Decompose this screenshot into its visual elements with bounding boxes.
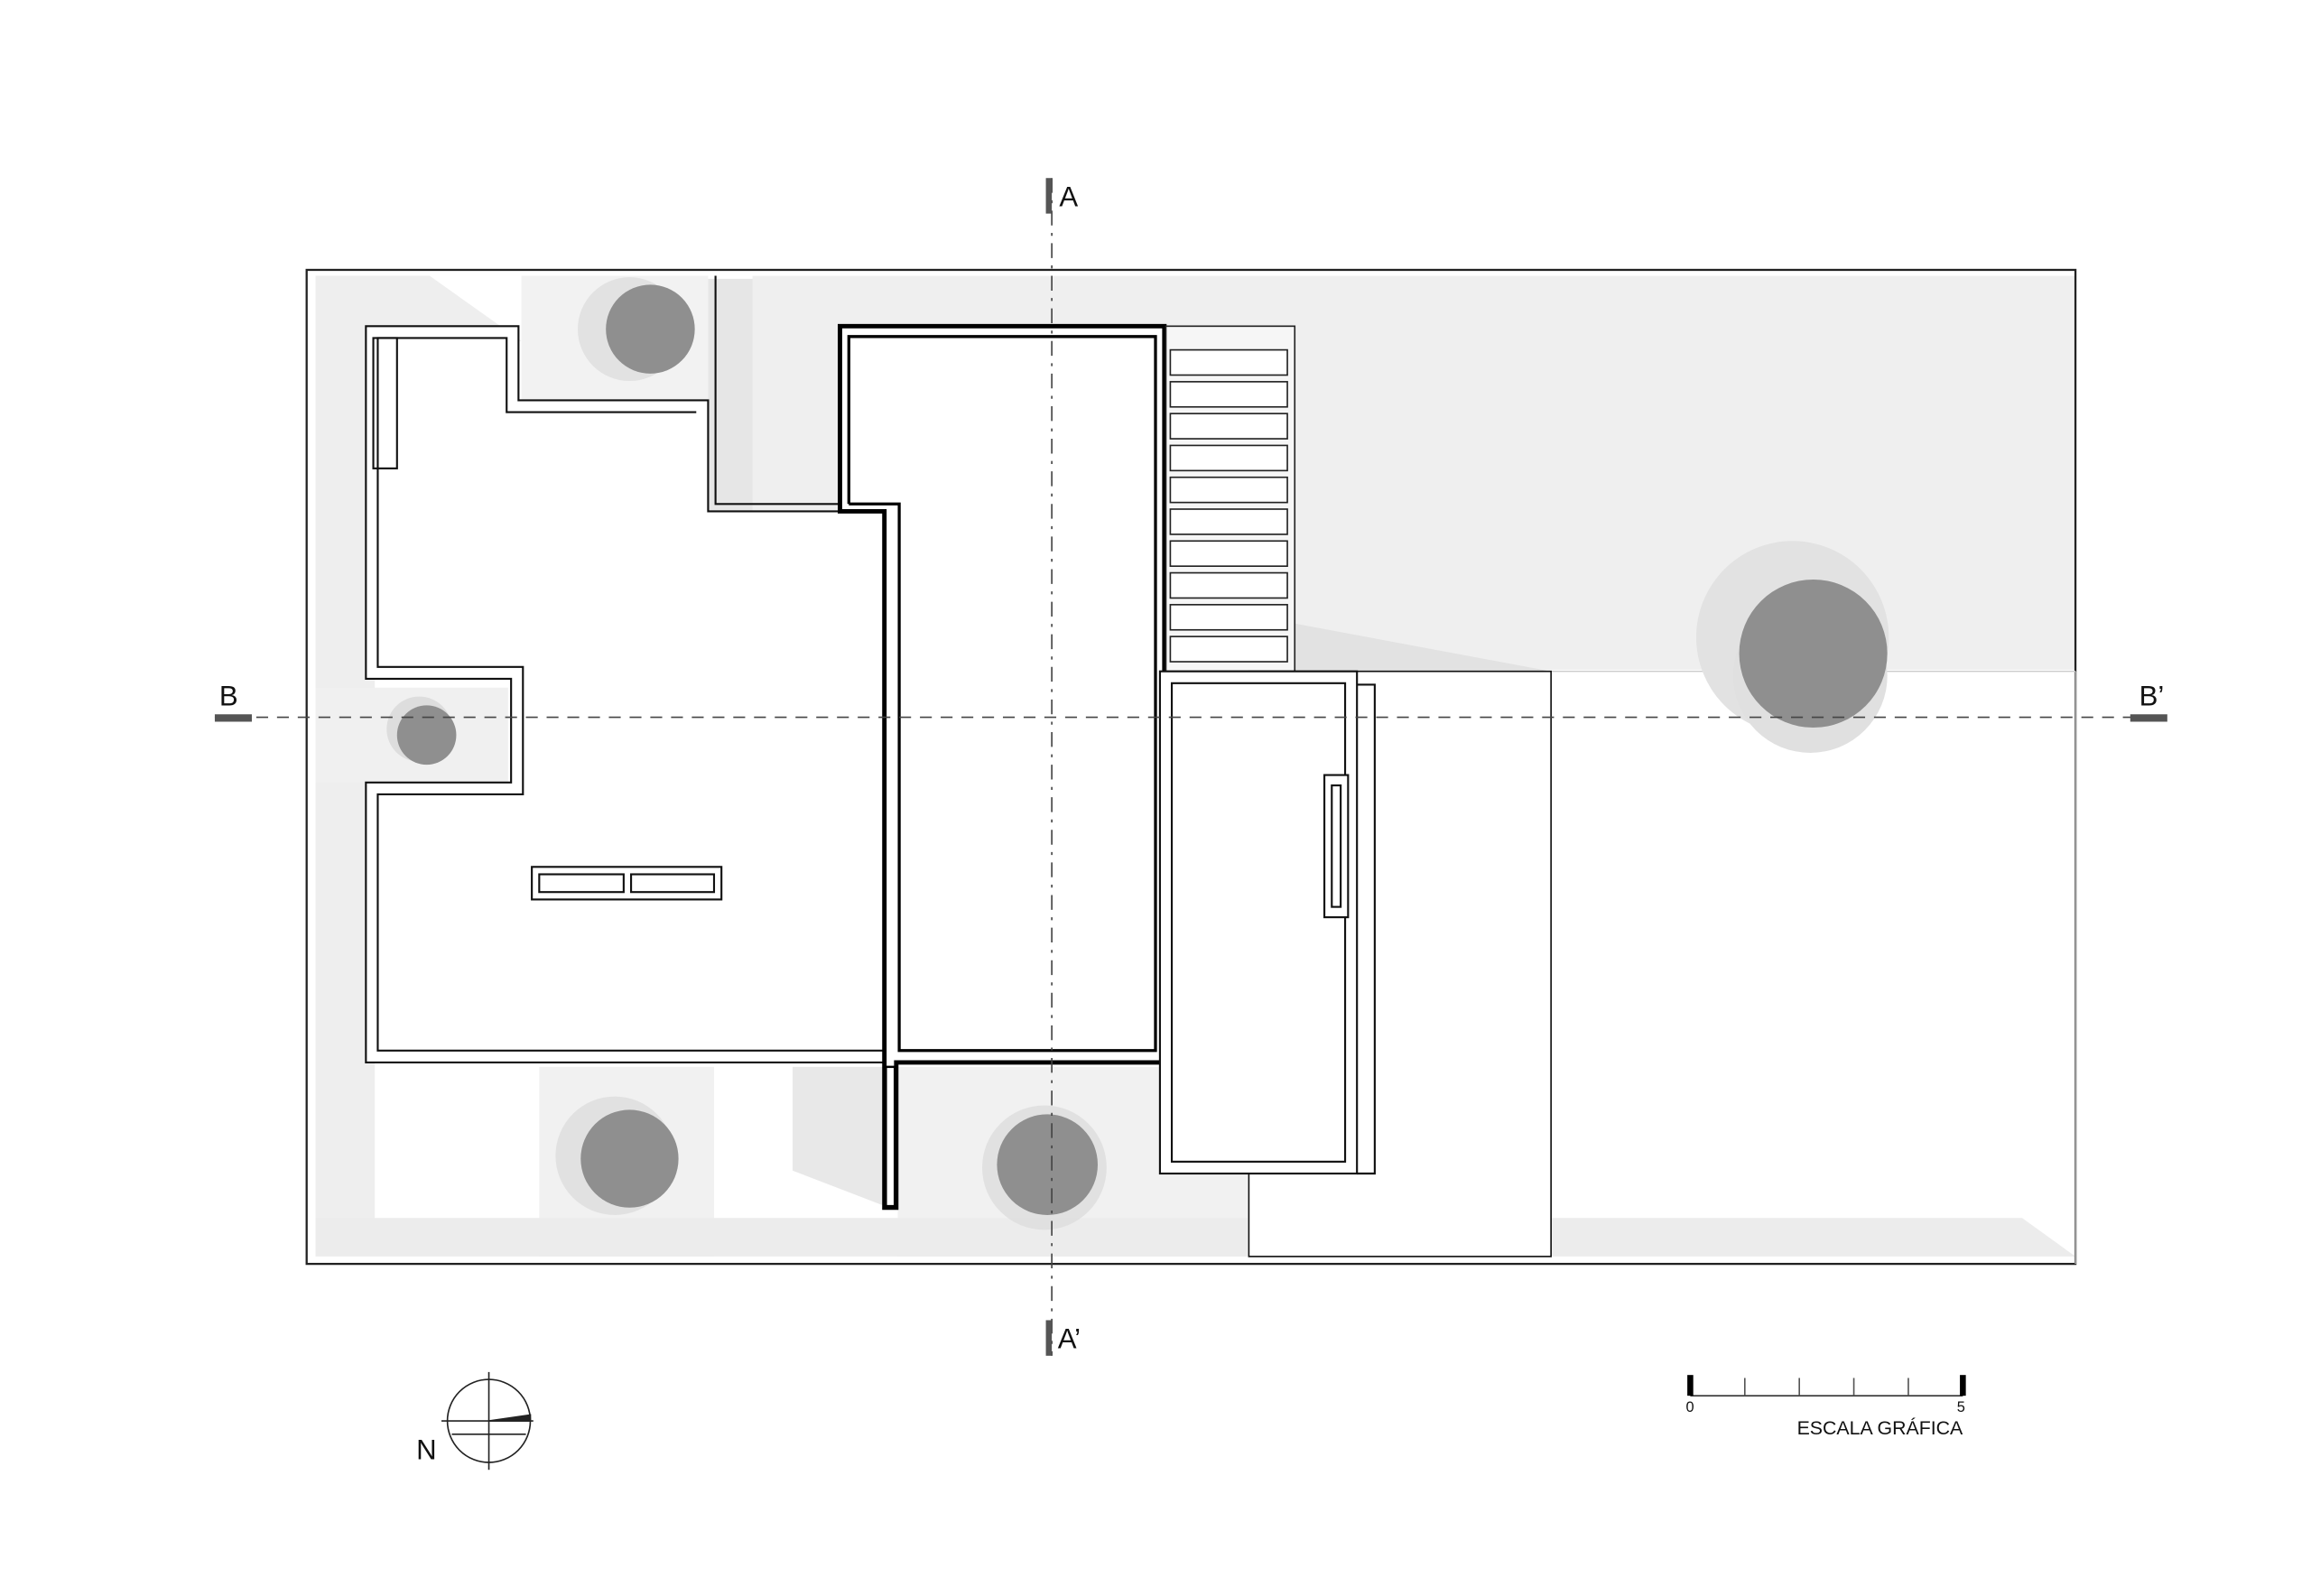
north-label: N <box>416 1434 437 1466</box>
stair-tread <box>1169 540 1288 567</box>
section-marker-a-prime <box>1045 1320 1053 1356</box>
stair-tread <box>1169 604 1288 631</box>
north-arrow-icon <box>441 1371 534 1471</box>
stair-tread <box>1169 413 1288 440</box>
trees <box>386 277 1889 1230</box>
stair-tread <box>1169 444 1288 472</box>
stair-tread <box>1169 476 1288 504</box>
tree-icon <box>1695 541 1889 753</box>
scale-bar <box>1687 1375 1966 1396</box>
tree-icon <box>555 1096 679 1215</box>
stair-tread <box>1169 348 1288 376</box>
central-volume <box>838 323 1167 1211</box>
section-marker-a <box>1045 178 1053 214</box>
section-marker-b-prime <box>2130 714 2167 722</box>
left-volume <box>365 275 886 1063</box>
stair-tread <box>1169 508 1288 535</box>
stair-tread <box>1169 571 1288 599</box>
tree-icon <box>982 1105 1107 1230</box>
scale-start-label: 0 <box>1685 1399 1694 1415</box>
section-lines <box>214 178 2167 1356</box>
stairs <box>1165 325 1296 673</box>
stair-tread <box>1169 381 1288 408</box>
stair-tread <box>1169 636 1288 663</box>
section-label-a: A <box>1059 181 1078 212</box>
section-label-b-prime: B’ <box>2139 680 2165 711</box>
tree-icon <box>578 277 695 382</box>
scale-title: ESCALA GRÁFICA <box>1797 1416 1963 1439</box>
section-marker-b <box>214 714 252 722</box>
right-volume <box>1158 670 1552 1257</box>
section-label-b: B <box>219 680 238 711</box>
tree-icon <box>386 696 457 766</box>
scale-end-label: 5 <box>1957 1399 1965 1415</box>
section-label-a-prime: A’ <box>1058 1323 1081 1355</box>
